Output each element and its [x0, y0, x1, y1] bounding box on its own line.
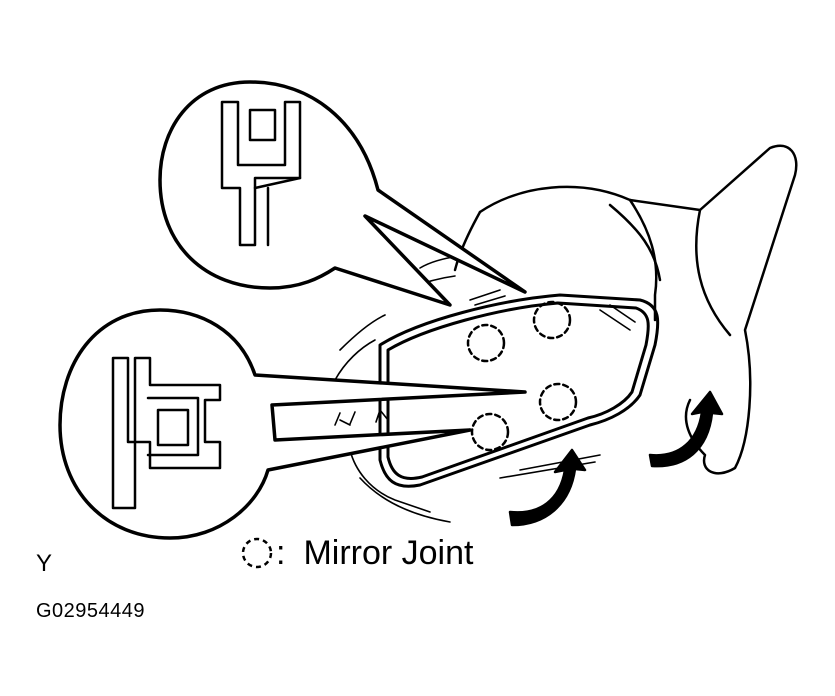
trim-lines [334, 255, 636, 523]
mirror-joint-markers [466, 300, 578, 452]
view-letter: Y [36, 550, 53, 577]
legend: : Mirror Joint [240, 530, 473, 576]
mirror-glass [378, 293, 660, 488]
callout-upper [158, 80, 527, 307]
mirror-joint-marker [532, 300, 572, 340]
legend-label: Mirror Joint [303, 534, 474, 572]
mirror-housing [453, 144, 798, 475]
mirror-joint-marker [538, 382, 578, 422]
beam-hatches [334, 409, 381, 426]
figure-code: G02954449 [36, 600, 146, 622]
callout-lower [58, 308, 527, 540]
upper-detail-clip-icon [220, 100, 302, 247]
lower-detail-clip-icon [111, 356, 222, 510]
legend-colon: : [276, 534, 286, 572]
mirror-joint-marker [466, 323, 506, 363]
mirror-joint-marker [470, 412, 510, 452]
dashed-circle-icon [241, 537, 273, 569]
pull-arrows [508, 390, 724, 527]
